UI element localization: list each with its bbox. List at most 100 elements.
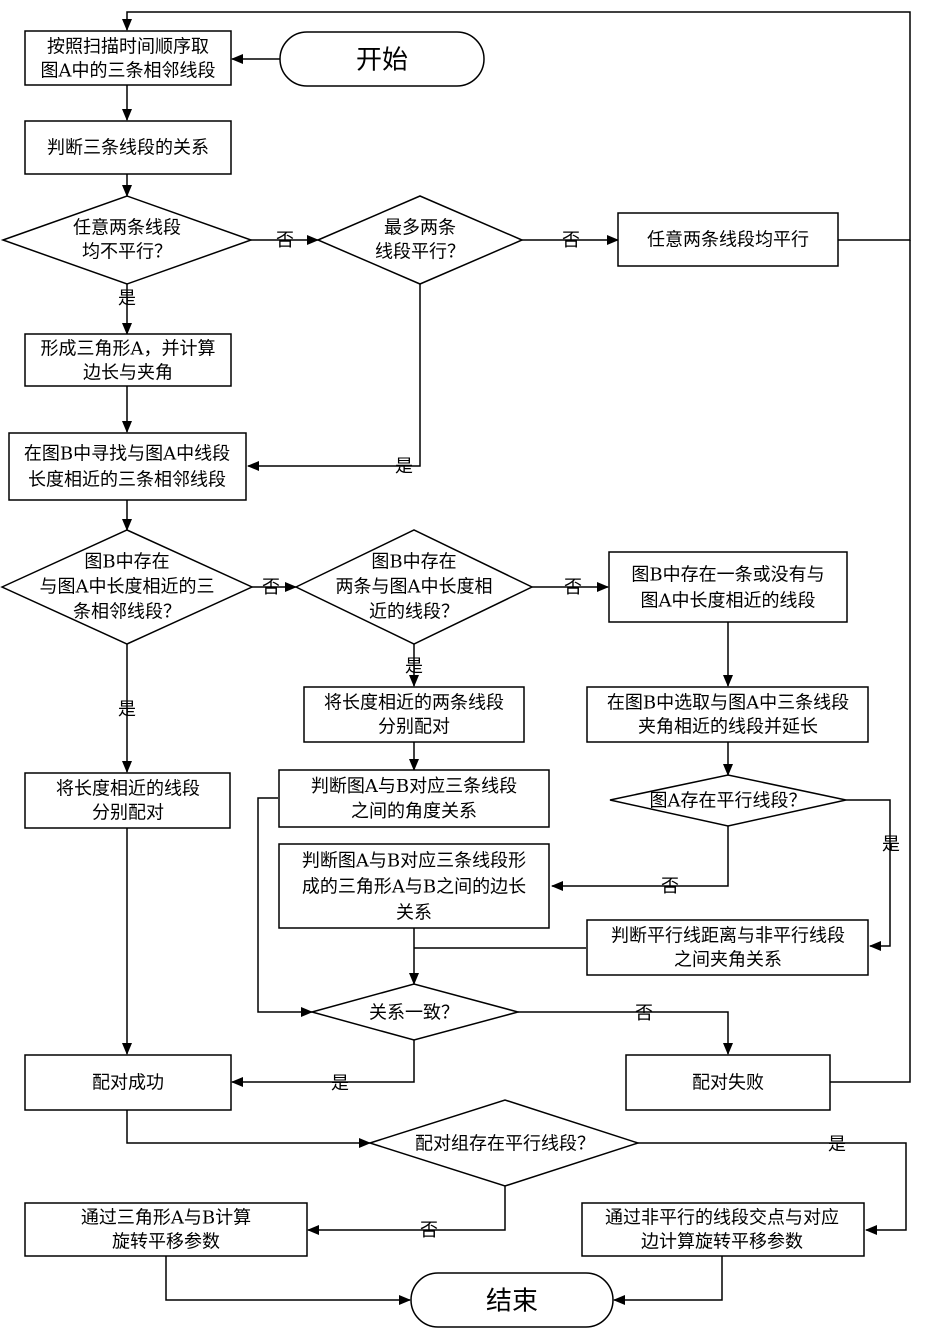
d7-line-0: 配对组存在平行线段？ [415,1133,595,1154]
edge-labels: 否 否 是 是 否 否 是 是 是 否 否 是 是 否 [118,230,900,1241]
n12-line-1: 之间夹角关系 [674,949,782,970]
n13-line-0: 配对成功 [92,1072,164,1093]
node-n16 [581,1202,865,1257]
label-d5-no: 否 [661,876,679,897]
node-n8 [586,686,869,743]
node-n14 [625,1054,831,1111]
decision-d1 [0,195,254,285]
edge-n16-end [613,1256,723,1305]
n7-line-1: 分别配对 [378,716,450,737]
edge-d5-n11 [551,826,729,891]
decision-d2 [316,195,524,285]
edge-d7-n15 [307,1186,506,1235]
n1-line-1: 图A中的三条相邻线段 [41,60,216,81]
n9-line-1: 分别配对 [92,802,164,823]
end-terminal [410,1272,614,1328]
label-d3-no: 否 [262,577,280,598]
n15-line-1: 旋转平移参数 [112,1231,220,1252]
d1-label: 任意两条线段均不平行？ [73,217,181,262]
n10-line-0: 判断图A与B对应三条线段 [311,776,517,797]
n4-label: 形成三角形A，并计算边长与夹角 [41,338,216,383]
decision-d5 [609,774,847,827]
n9-line-0: 将长度相近的线段 [56,778,200,799]
d3-label: 图B中存在与图A中长度相近的三条相邻线段？ [40,551,215,622]
node-n6 [608,551,848,623]
decision-d7 [367,1099,641,1187]
d4-line-0: 图B中存在 [371,551,456,572]
label-d2-no: 否 [562,230,580,251]
edge-d6-n14 [518,1011,733,1055]
d3-line-1: 与图A中长度相近的三 [40,576,215,597]
node-n12 [586,919,869,976]
n5-label: 在图B中寻找与图A中线段长度相近的三条相邻线段 [24,443,230,490]
start-line-0: 开始 [356,45,408,75]
n10-label: 判断图A与B对应三条线段之间的角度关系 [311,776,517,822]
n6-label: 图B中存在一条或没有与图A中长度相近的线段 [631,564,824,611]
start-label: 开始 [356,45,408,75]
n11-line-2: 关系 [396,902,432,923]
n9-label: 将长度相近的线段分别配对 [56,778,200,823]
node-n5 [8,432,247,501]
decision-d6 [309,983,521,1041]
edge-d5-n12 [846,799,891,951]
n11-line-1: 成的三角形A与B之间的边长 [302,876,526,897]
d4-line-1: 两条与图A中长度相 [336,576,493,597]
n2-label: 判断三条线段的关系 [47,137,209,158]
node-labels: 开始 按照扫描时间顺序取图A中的三条相邻线段 判断三条线段的关系 任意两条线段均… [24,36,849,1316]
n15-line-0: 通过三角形A与B计算 [81,1207,251,1228]
edge-n14-loop [830,240,911,1083]
n16-line-0: 通过非平行的线段交点与对应 [605,1207,839,1228]
label-d4-no: 否 [564,577,582,598]
d3-line-0: 图B中存在 [84,551,169,572]
d2-line-0: 最多两条 [384,217,456,238]
n3-line-0: 任意两条线段均平行 [647,229,809,250]
d6-label: 关系一致？ [369,1002,459,1023]
node-n9 [24,772,231,829]
node-n13 [24,1054,232,1111]
n12-label: 判断平行线距离与非平行线段之间夹角关系 [611,925,845,970]
decision-d4 [294,529,534,645]
edge-n3-loop [122,11,911,241]
n8-line-0: 在图B中选取与图A中三条线段 [607,692,849,713]
n3-label: 任意两条线段均平行 [647,229,809,250]
node-n2 [24,120,232,175]
node-n4 [24,333,232,387]
label-d2-yes: 是 [395,456,413,477]
label-d1-no: 否 [276,230,294,251]
node-n15 [24,1202,308,1257]
d7-label: 配对组存在平行线段？ [415,1133,595,1154]
node-n7 [303,686,525,743]
end-label: 结束 [486,1286,538,1316]
n7-label: 将长度相近的两条线段分别配对 [324,692,504,737]
n11-label: 判断图A与B对应三条线段形成的三角形A与B之间的边长关系 [302,850,526,923]
edge-d6-n13 [231,1040,415,1087]
d5-label: 图A存在平行线段？ [650,790,807,811]
d2-line-1: 线段平行？ [375,241,465,262]
edge-d2-n5 [247,284,421,471]
start-terminal [279,31,485,87]
n1-label: 按照扫描时间顺序取图A中的三条相邻线段 [41,36,216,81]
label-d6-yes: 是 [331,1073,349,1094]
n5-line-0: 在图B中寻找与图A中线段 [24,443,230,464]
label-d6-no: 否 [635,1003,653,1024]
n15-label: 通过三角形A与B计算旋转平移参数 [81,1207,251,1252]
n8-label: 在图B中选取与图A中三条线段夹角相近的线段并延长 [607,692,849,737]
end-line-0: 结束 [486,1286,538,1316]
n16-line-1: 边计算旋转平移参数 [641,1231,803,1252]
label-d5-yes: 是 [882,834,900,855]
d4-label: 图B中存在两条与图A中长度相近的线段？ [336,551,493,622]
n8-line-1: 夹角相近的线段并延长 [638,716,818,737]
n16-label: 通过非平行的线段交点与对应边计算旋转平移参数 [605,1207,839,1252]
node-n11 [278,843,550,929]
d2-label: 最多两条线段平行？ [375,217,465,262]
d6-line-0: 关系一致？ [369,1002,459,1023]
n4-line-0: 形成三角形A，并计算 [41,338,216,359]
label-d4-yes: 是 [405,656,423,677]
d1-line-1: 均不平行？ [82,241,172,262]
node-n1 [24,30,232,86]
node-n3 [617,212,839,267]
n5-line-1: 长度相近的三条相邻线段 [28,469,226,490]
n6-line-0: 图B中存在一条或没有与 [631,564,824,585]
n14-label: 配对失败 [692,1072,764,1093]
label-d7-yes: 是 [828,1134,846,1155]
